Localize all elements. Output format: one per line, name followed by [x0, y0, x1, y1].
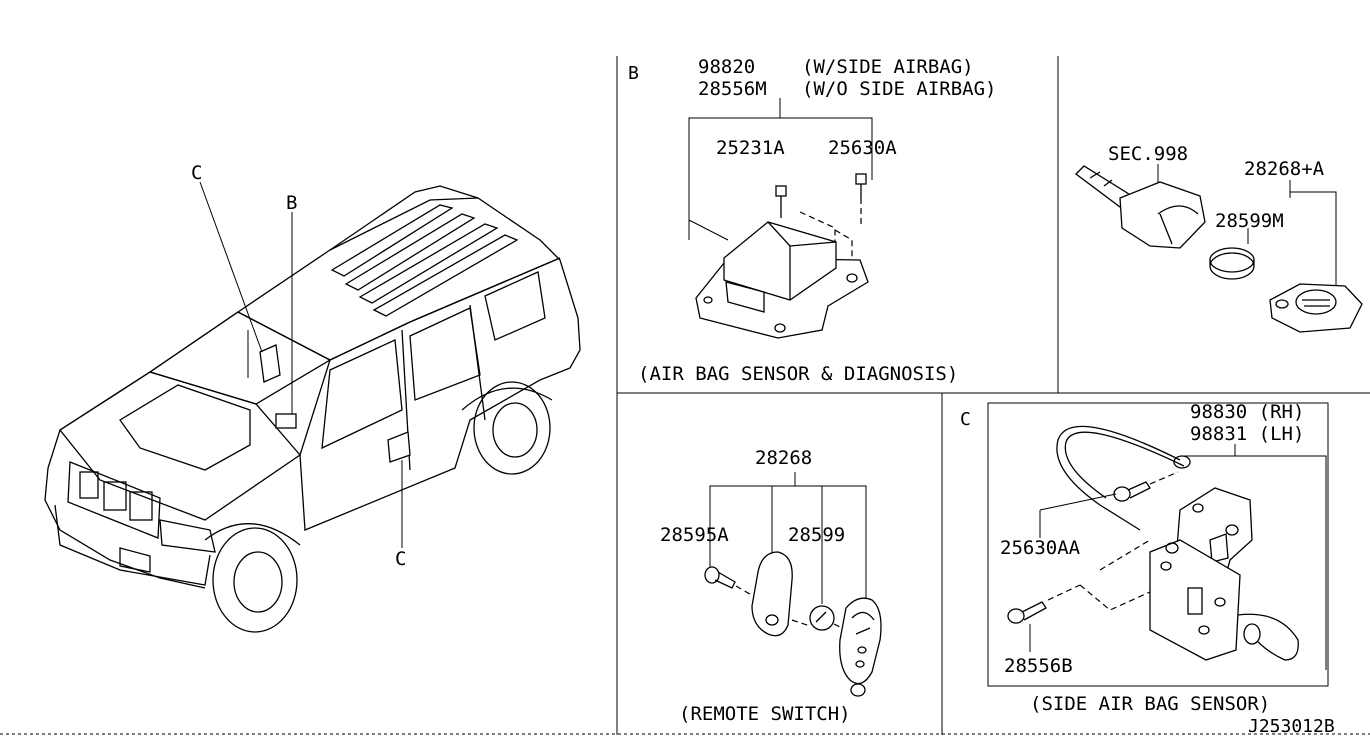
callout-c-top: C	[191, 162, 202, 184]
callout-c-bottom: C	[395, 548, 406, 570]
remote-assy-28268: 28268	[755, 447, 812, 469]
panel-c-letter: C	[960, 409, 971, 430]
bolt-25231a: 25231A	[716, 137, 785, 159]
vehicle-illustration	[44, 181, 581, 633]
part-98830-rh: 98830 (RH)	[1190, 401, 1304, 423]
sec-998: SEC.998	[1108, 143, 1188, 165]
caption-remote-switch: (REMOTE SWITCH)	[679, 703, 851, 725]
caption-side-airbag-sensor: (SIDE AIR BAG SENSOR)	[1030, 693, 1270, 715]
note-28556m: (W/O SIDE AIRBAG)	[802, 78, 996, 100]
battery-28599: 28599	[788, 524, 845, 546]
battery-28599m: 28599M	[1215, 210, 1284, 232]
caption-airbag-sensor: (AIR BAG SENSOR & DIAGNOSIS)	[638, 363, 958, 385]
airbag-sensor-unit	[688, 98, 873, 339]
bolt-25630aa: 25630AA	[1000, 537, 1081, 559]
remote-switch-illustration	[704, 472, 882, 697]
key-illustration	[1075, 164, 1363, 333]
screw-28595a: 28595A	[660, 524, 729, 546]
panel-b-letter: B	[628, 63, 639, 84]
bolt-25630a: 25630A	[828, 137, 897, 159]
part-28556m: 28556M	[698, 78, 767, 100]
part-98820: 98820	[698, 56, 755, 78]
diagram-id: J253012B	[1248, 716, 1335, 736]
part-28268-a: 28268+A	[1244, 158, 1325, 180]
callout-b: B	[286, 192, 297, 214]
panel-borders	[0, 56, 1370, 735]
side-airbag-sensor-illustration	[987, 402, 1329, 687]
note-98820: (W/SIDE AIRBAG)	[802, 56, 974, 78]
part-98831-lh: 98831 (LH)	[1190, 423, 1304, 445]
bolt-28556b: 28556B	[1004, 655, 1073, 677]
